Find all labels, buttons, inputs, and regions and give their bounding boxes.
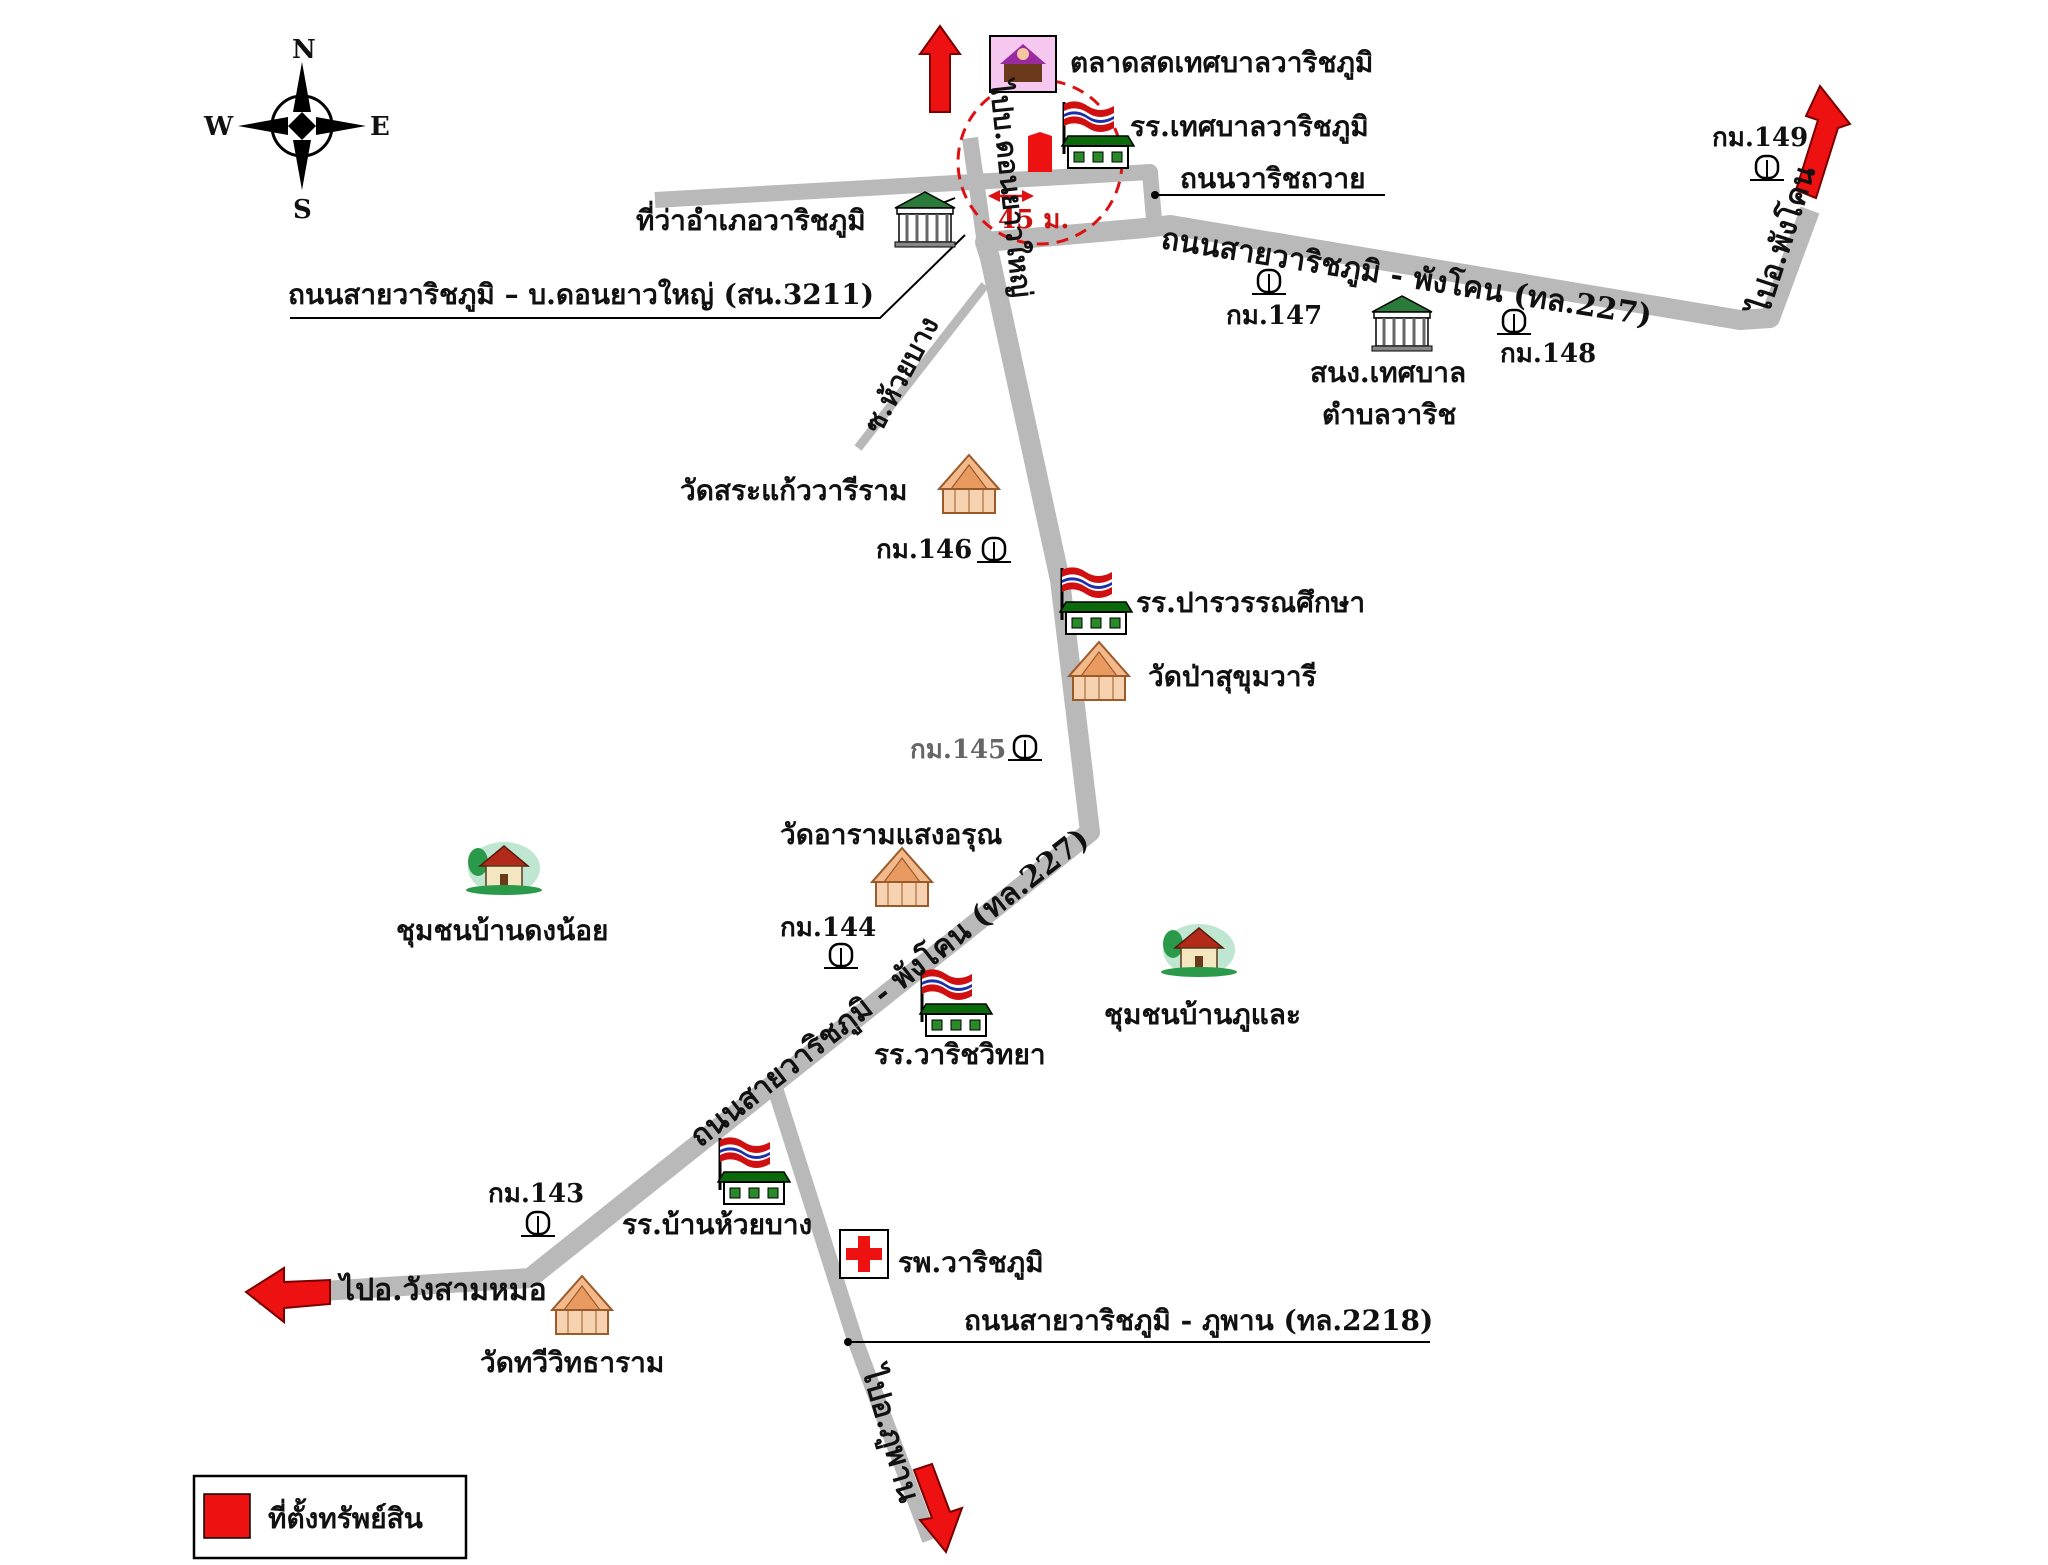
label-municipal-office-2: ตำบลวาริช [1322,398,1456,431]
label-wat-thawiwit: วัดทวีวิทธาราม [480,1346,664,1379]
school-municipal-icon [1060,99,1136,170]
market-icon [989,35,1057,93]
label-road-3211: ถนนสายวาริชภูมิ – บ.ดอนยาวใหญ่ (สน.3211) [288,278,874,312]
label-market: ตลาดสดเทศบาลวาริชภูมิ [1070,46,1373,80]
school-huaibang-icon [716,1135,792,1206]
wat-thawiwit-icon [551,1275,613,1335]
label-soi-huaibang: ซ.ห้วยบาง [857,311,946,438]
compass-w: W [203,112,234,142]
label-school-warichwittaya: รร.วาริชวิทยา [874,1038,1046,1071]
label-km147: กม.147 [1226,301,1322,331]
wat-aram-icon [871,847,933,907]
label-hospital: รพ.วาริชภูมิ [898,1246,1044,1280]
label-wat-pasukhum: วัดป่าสุขุมวารี [1148,660,1317,694]
km-post-149-icon [1748,154,1786,182]
district-office-icon [893,190,957,249]
property-marker [1028,132,1052,172]
roads [257,136,1820,1543]
label-to-wangsammo: ไปอ.วังสามหมอ [337,1272,547,1308]
label-school-municipal: รร.เทศบาลวาริชภูมิ [1130,110,1369,144]
radius-label: 45 ม. [998,205,1069,235]
arrow-south [912,1462,964,1555]
km-post-144-icon [822,942,860,970]
label-school-paran: รร.ปารวรรณศึกษา [1136,586,1365,619]
label-km149: กม.149 [1712,123,1808,153]
label-km146: กม.146 [876,535,972,565]
km-post-143-icon [519,1210,557,1238]
label-road-warichawai: ถนนวาริชถวาย [1180,162,1366,195]
map-labels: ตลาดสดเทศบาลวาริชภูมิ รร.เทศบาลวาริชภูมิ… [288,46,1823,1507]
label-community-dongnoi: ชุมชนบ้านดงน้อย [396,914,608,948]
compass-s: S [293,195,312,225]
legend: ที่ตั้งทรัพย์สิน [192,1474,468,1560]
legend-label: ที่ตั้งทรัพย์สิน [268,1497,423,1535]
km-post-145-icon [1006,734,1044,762]
community-phulae-icon [1160,923,1238,978]
label-community-phulae: ชุมชนบ้านภูและ [1104,998,1301,1032]
label-km144: กม.144 [780,913,876,943]
road-donyaoyai [962,136,993,246]
label-road-2218: ถนนสายวาริชภูมิ - ภูพาน (ทล.2218) [964,1304,1433,1338]
label-km148: กม.148 [1500,339,1596,369]
label-km143: กม.143 [488,1179,584,1209]
road-warichawai [654,164,1163,233]
arrow-northeast [1794,84,1852,200]
hospital-icon [839,1229,889,1279]
label-wat-aram: วัดอารามแสงอรุณ [780,818,1002,852]
direction-arrows [244,24,1852,1555]
community-dongnoi-icon [465,841,543,896]
leader-lines [290,191,1430,1346]
label-school-huaibang: รร.บ้านห้วยบาง [622,1208,812,1241]
municipal-office-icon [1370,294,1434,353]
compass-n: N [292,35,316,65]
label-km145: กม.145 [910,735,1006,765]
label-to-phuphan: ไปอ.ภูพาน [853,1359,928,1507]
arrow-north [918,24,962,113]
legend-swatch [203,1493,251,1539]
label-wat-srakaew: วัดสระแก้ววารีราม [680,474,908,507]
compass-rose: N S E W [203,35,390,225]
school-warichwittaya-icon [918,967,994,1038]
wat-srakaew-icon [938,454,1000,514]
road-soi-huaibang [854,282,989,451]
km-post-146-icon [975,536,1013,564]
label-district-office: ที่ว่าอำเภอวาริชภูมิ [636,200,866,238]
label-municipal-office-1: สนง.เทศบาล [1310,356,1466,389]
compass-e: E [370,112,390,142]
label-to-phangkhon: ไปอ.พังโคน [1739,160,1823,321]
road-2218 [767,1085,938,1543]
arrow-west [244,1266,331,1325]
